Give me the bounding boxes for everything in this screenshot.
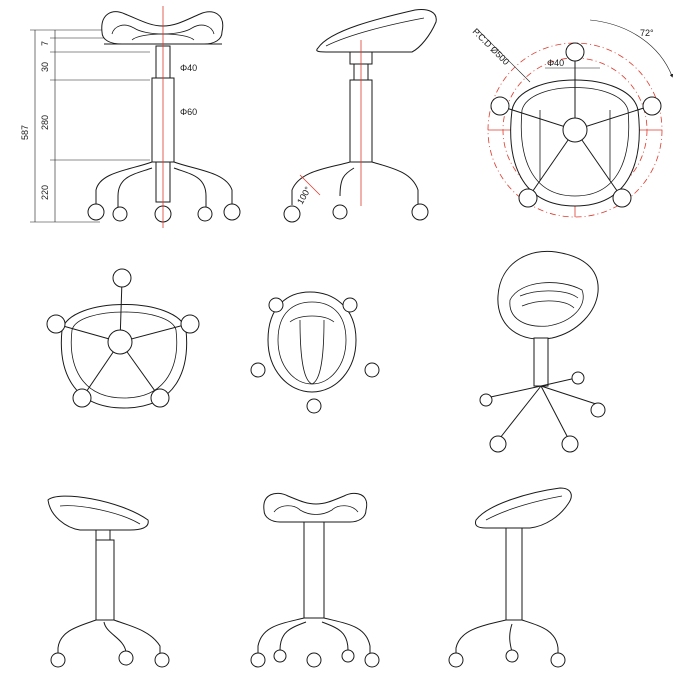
dim-column-section: 280 <box>40 115 50 130</box>
dim-upper-section: 30 <box>40 62 50 72</box>
front-elevation-dimensioned: 7 30 280 220 587 Φ40 Φ60 <box>20 6 241 228</box>
dim-upper-tube: Φ40 <box>180 63 197 73</box>
dim-base-section: 220 <box>40 185 50 200</box>
front-view-center <box>250 492 380 668</box>
dim-caster-angle: 100° <box>295 185 313 206</box>
perspective-view <box>479 250 606 453</box>
dim-column: Φ60 <box>180 107 197 117</box>
dim-leg-angle: 72° <box>640 28 654 38</box>
side-view-right <box>448 487 572 668</box>
dim-pcd: P.C.D Ø500 <box>471 26 512 67</box>
dimension-chain: 7 30 280 220 587 <box>20 29 150 223</box>
side-view-left <box>47 495 170 668</box>
dim-seat-thickness: 7 <box>40 41 50 46</box>
bottom-view <box>46 268 200 409</box>
bottom-plan-pcd: Φ40 P.C.D Ø500 72° <box>471 19 674 218</box>
top-view <box>250 291 380 414</box>
side-elevation: 100° <box>283 9 437 223</box>
dim-top-tube: Φ40 <box>547 58 564 68</box>
dim-total-height: 587 <box>20 125 30 140</box>
